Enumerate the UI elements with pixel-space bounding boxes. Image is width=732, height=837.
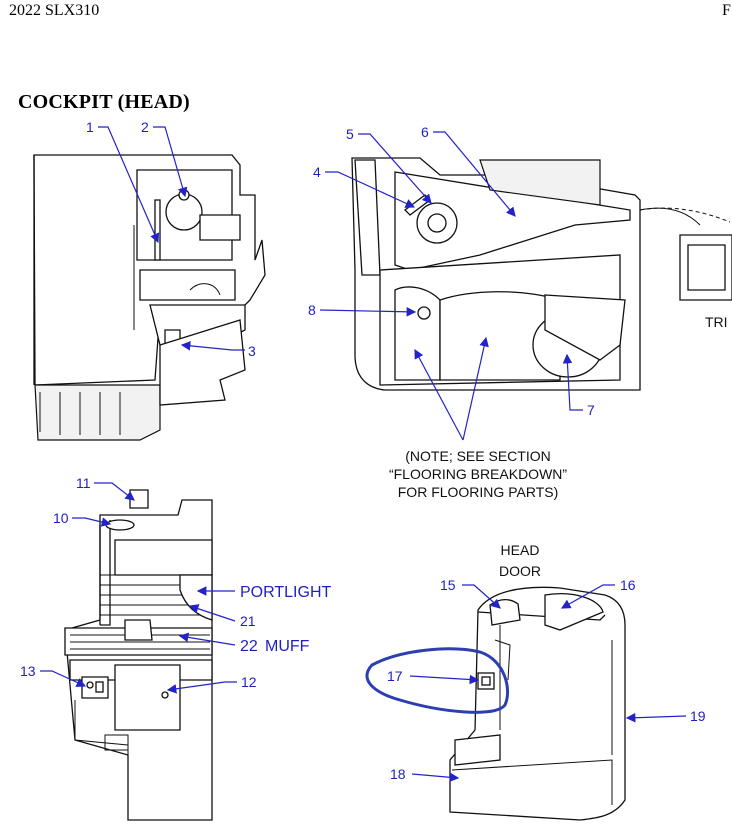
callout-12: 12 — [241, 674, 257, 690]
callout-17: 17 — [387, 668, 403, 684]
callout-3: 3 — [248, 343, 256, 359]
callout-6: 6 — [421, 124, 429, 140]
callout-4: 4 — [313, 164, 321, 180]
header-right-fragment: F — [722, 2, 731, 19]
flooring-note-line1: (NOTE; SEE SECTION — [405, 448, 550, 464]
portlight-label: PORTLIGHT — [240, 584, 332, 601]
callout-21: 21 — [240, 613, 256, 629]
callout-15: 15 — [440, 577, 456, 593]
callout-18: 18 — [390, 766, 406, 782]
document-model-header: 2022 SLX310 — [9, 2, 100, 19]
head-side-view-drawing — [33, 154, 266, 441]
leader-lines — [40, 126, 687, 783]
muff-callout-number: 22 — [240, 638, 258, 655]
callout-8: 8 — [308, 302, 316, 318]
highlight-loop — [365, 647, 510, 714]
head-door-label-line1: HEAD — [501, 542, 540, 558]
callout-1: 1 — [86, 119, 94, 135]
head-door-drawing — [449, 586, 626, 821]
callout-2: 2 — [141, 119, 149, 135]
muff-label: MUFF — [265, 638, 310, 655]
callout-7: 7 — [587, 402, 595, 418]
section-title: COCKPIT (HEAD) — [18, 91, 190, 113]
callout-10: 10 — [53, 510, 69, 526]
flooring-note-line2: “FLOORING BREAKDOWN” — [389, 466, 567, 482]
callout-11: 11 — [76, 475, 91, 491]
trim-label-fragment: TRI — [705, 314, 728, 330]
flooring-note-line3: FOR FLOORING PARTS) — [398, 484, 559, 500]
callout-5: 5 — [346, 126, 354, 142]
head-door-label-line2: DOOR — [499, 563, 541, 579]
portlight-muff-drawing — [64, 489, 213, 821]
callout-19: 19 — [690, 708, 706, 724]
head-interior-drawing — [351, 157, 732, 391]
callout-16: 16 — [620, 577, 636, 593]
callout-13: 13 — [20, 663, 36, 679]
